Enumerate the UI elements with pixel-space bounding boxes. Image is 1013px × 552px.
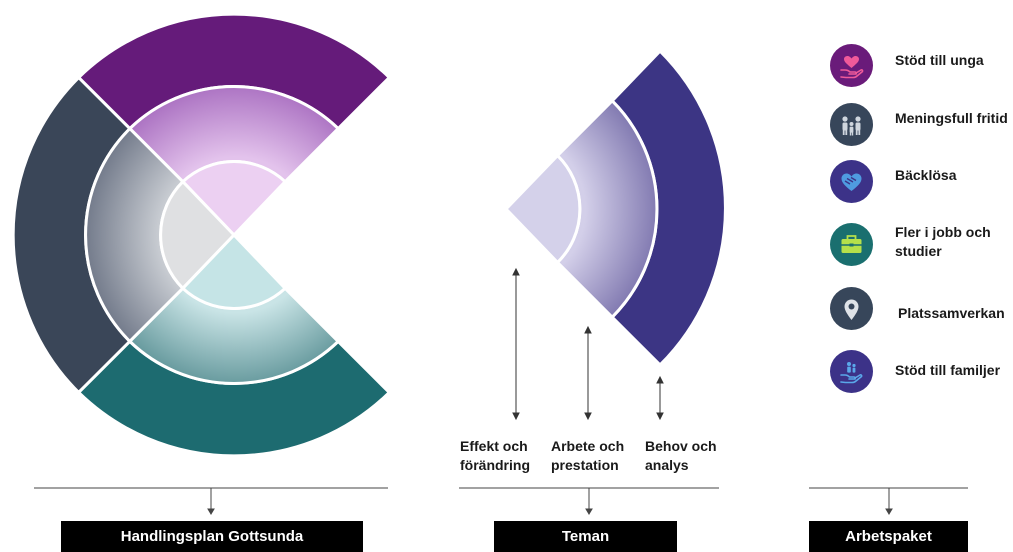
action-plan-title-bar: Handlingsplan Gottsunda bbox=[61, 521, 363, 552]
action-plan-circle bbox=[11, 12, 391, 458]
theme-pointers bbox=[512, 267, 664, 421]
bottom-brackets bbox=[34, 487, 968, 515]
themes-title: Teman bbox=[561, 528, 610, 545]
heart-icon bbox=[830, 160, 873, 203]
theme-label-line: Effekt och bbox=[460, 438, 528, 454]
theme-label-line: Arbete och bbox=[551, 438, 625, 454]
fan-inner-effekt bbox=[504, 154, 582, 264]
theme-label-effekt: Effekt och förändring bbox=[460, 437, 530, 475]
work-package-label: Bäcklösa bbox=[895, 167, 957, 183]
heart-hand-icon bbox=[830, 44, 873, 87]
theme-label-behov: Behov och analys bbox=[645, 437, 717, 475]
work-package-label-block: Fler i jobb och studier bbox=[895, 223, 991, 261]
work-package-label: Meningsfull fritid bbox=[895, 110, 1008, 126]
inner-segment-purple bbox=[181, 160, 287, 237]
people-icon bbox=[830, 103, 873, 146]
inner-segment-slate bbox=[159, 180, 236, 290]
work-packages-title-bar: Arbetspaket bbox=[809, 521, 968, 552]
work-package-label: Stöd till unga bbox=[895, 52, 984, 68]
theme-label-line: Behov och bbox=[645, 438, 717, 454]
work-package-label: Fler i jobb och bbox=[895, 224, 991, 240]
action-plan-title: Handlingsplan Gottsunda bbox=[120, 528, 304, 545]
theme-label-line: prestation bbox=[551, 457, 619, 473]
theme-label-line: analys bbox=[645, 457, 689, 473]
themes-title-bar: Teman bbox=[494, 521, 677, 552]
family-hand-icon bbox=[830, 350, 873, 393]
inner-segment-teal bbox=[181, 233, 287, 310]
work-package-label: Stöd till familjer bbox=[895, 362, 1001, 378]
work-package-label: Platssamverkan bbox=[898, 305, 1005, 321]
location-pin-icon bbox=[830, 287, 873, 330]
themes-fan bbox=[504, 49, 727, 367]
work-package-label: studier bbox=[895, 243, 942, 259]
briefcase-icon bbox=[830, 223, 873, 266]
theme-label-line: förändring bbox=[460, 457, 530, 473]
theme-label-arbete: Arbete och prestation bbox=[551, 437, 624, 475]
work-packages-title: Arbetspaket bbox=[845, 528, 932, 545]
